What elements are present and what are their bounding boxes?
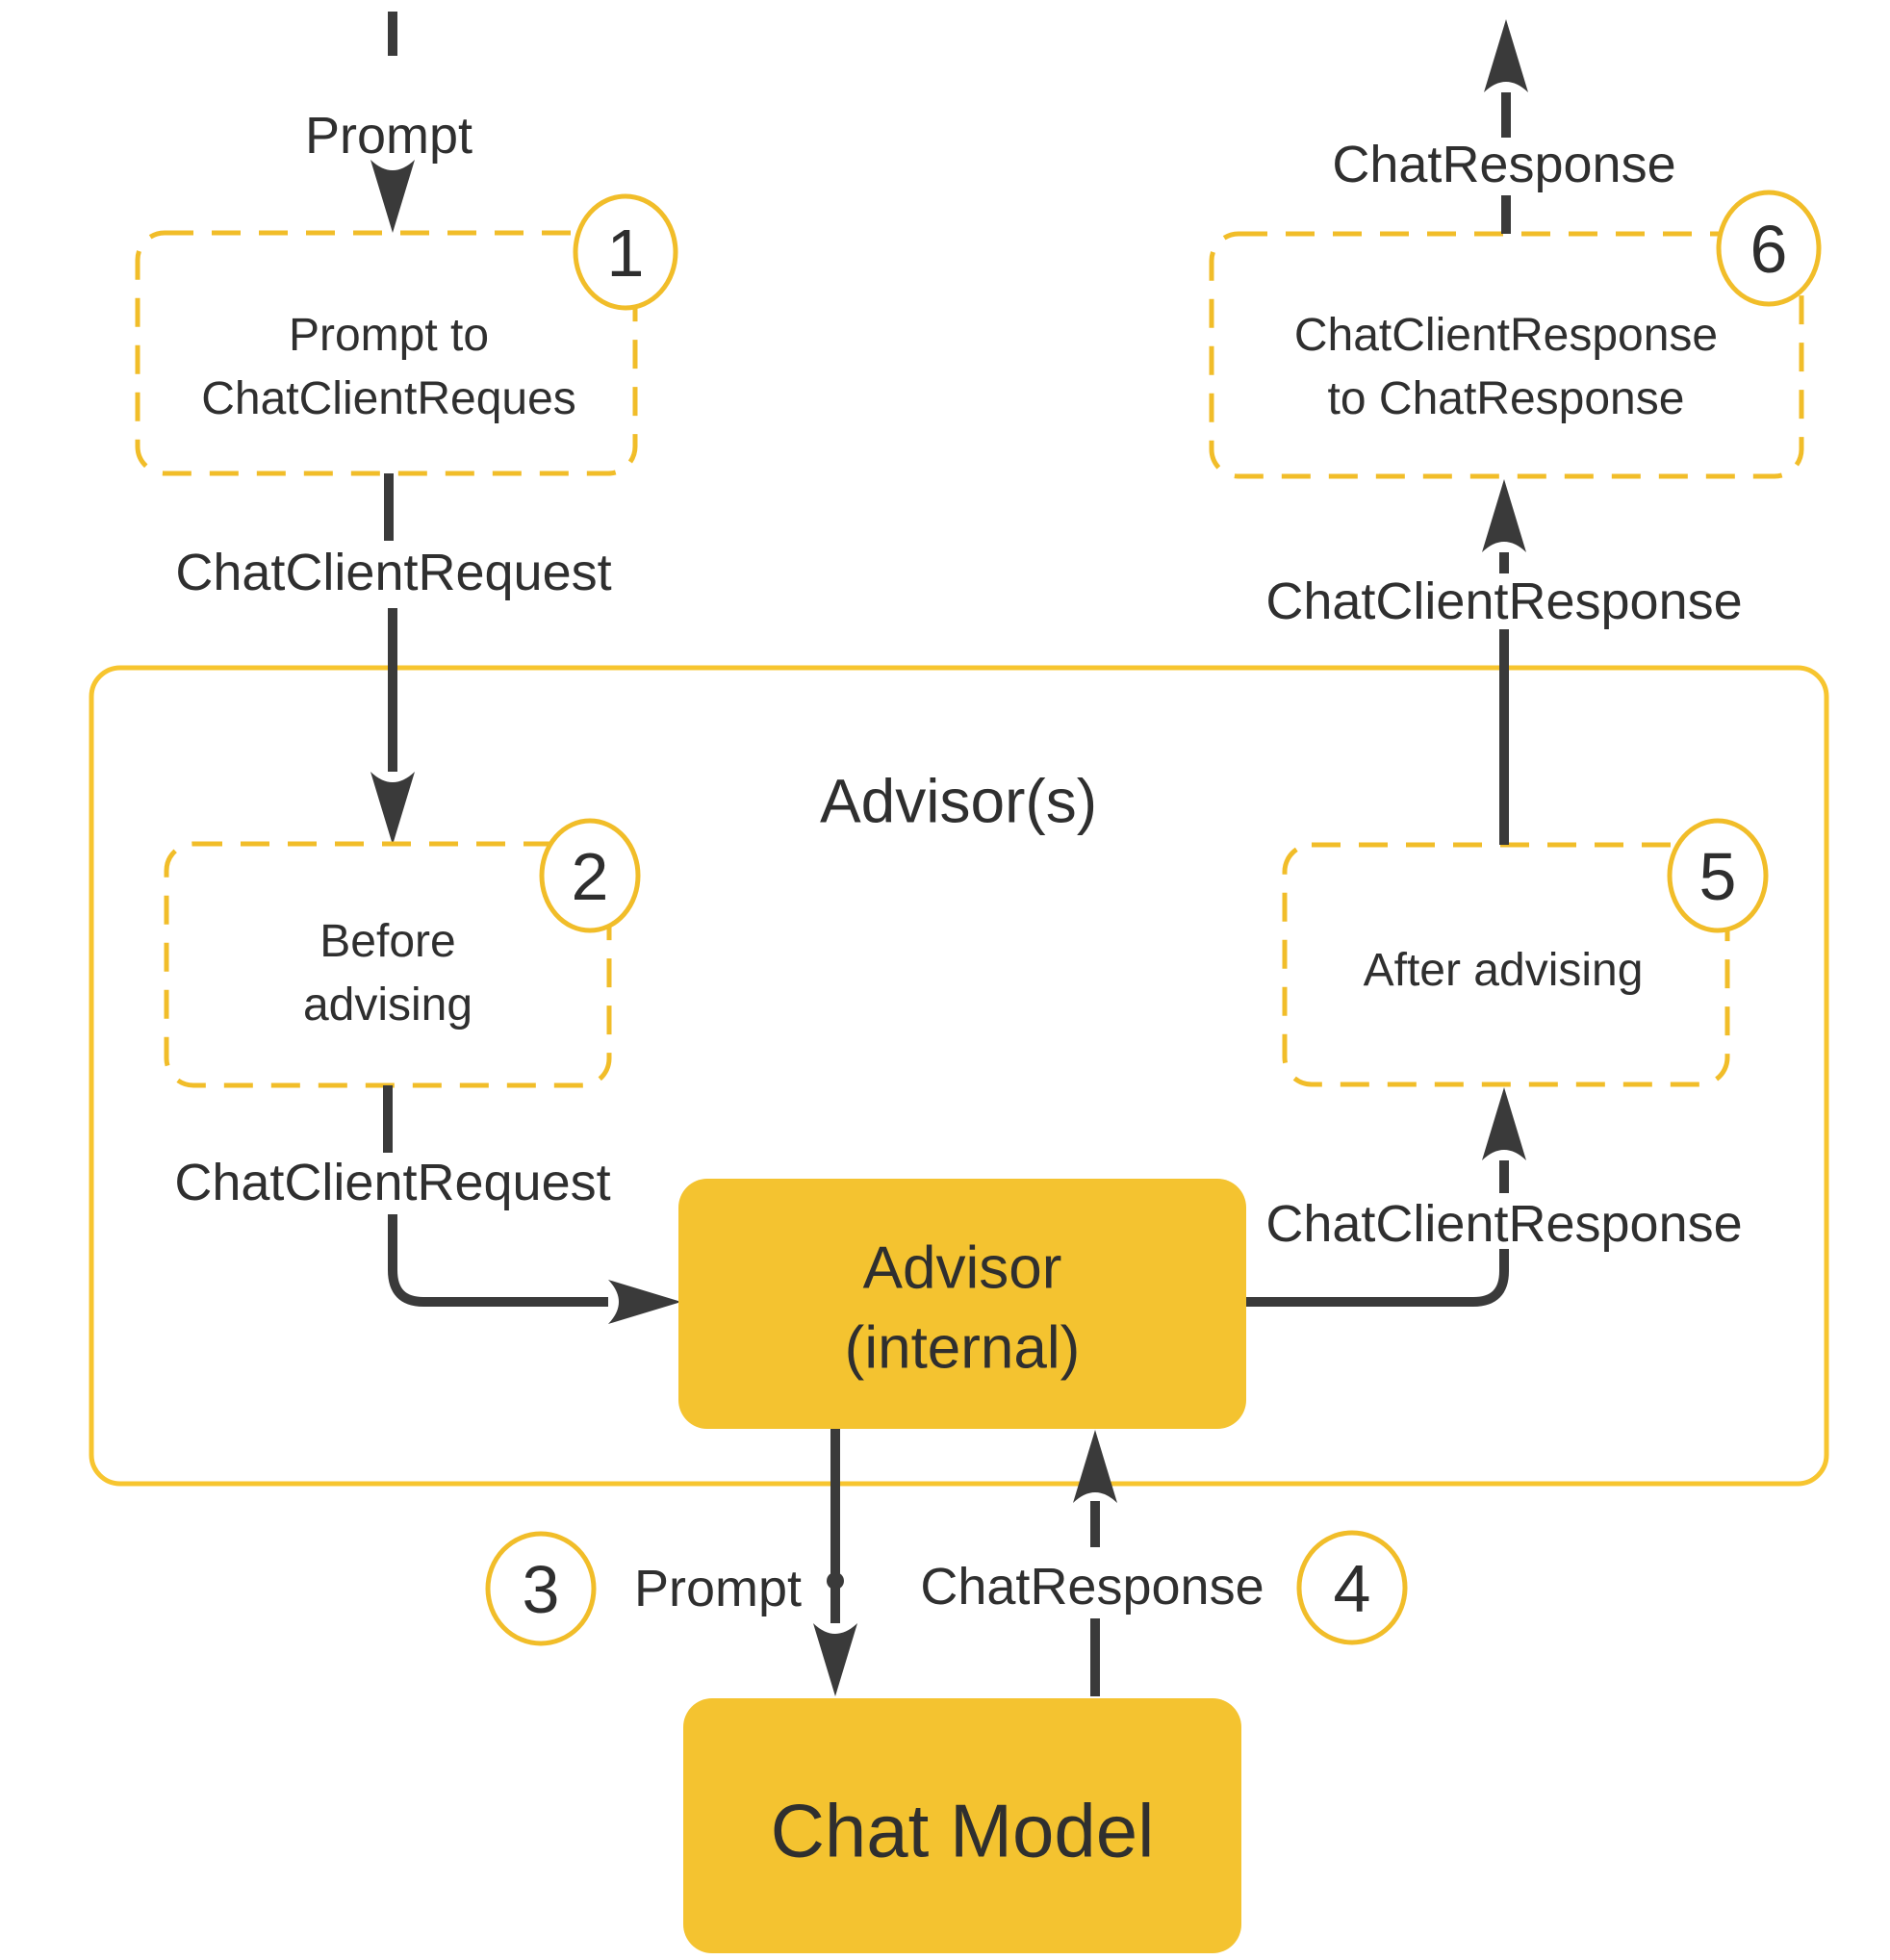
badge-3-number: 3 <box>523 1552 560 1627</box>
badge-circle-6 <box>1716 190 1822 307</box>
arrowhead-up-icon <box>1073 1430 1117 1503</box>
node-step6-chatclientresponse-to-chatresponse <box>1209 231 1804 479</box>
node-step2-label-line2: advising <box>303 980 472 1031</box>
node-advisor-internal <box>678 1179 1246 1429</box>
node-chat-model-label: Chat Model <box>771 1788 1155 1872</box>
edge-into-advisor-internal <box>388 1214 608 1307</box>
arrowhead-right-icon <box>608 1280 681 1324</box>
arrowhead-down-icon <box>370 772 415 845</box>
node-step5-label: After advising <box>1364 945 1644 996</box>
badge-circle-3 <box>485 1531 597 1646</box>
arrowhead-up-icon <box>1484 19 1528 92</box>
arrowhead-up-icon <box>1482 479 1526 552</box>
edge-label-chatclientrequest-outer: ChatClientRequest <box>175 544 611 601</box>
edge-prompt-waypoint-dot <box>827 1572 844 1590</box>
node-step6-label-line2: to ChatResponse <box>1328 373 1685 424</box>
edge-label-chatclientresponse-outer: ChatClientResponse <box>1265 573 1742 630</box>
node-advisor-internal-line1: Advisor <box>863 1235 1062 1302</box>
advisors-container-title: Advisor(s) <box>820 766 1097 835</box>
edge-label-prompt-to-model: Prompt <box>634 1560 802 1617</box>
badge-6-number: 6 <box>1750 212 1788 287</box>
badge-circle-4 <box>1296 1530 1408 1645</box>
badge-2-number: 2 <box>572 839 609 914</box>
badge-4-number: 4 <box>1334 1551 1371 1626</box>
badge-circle-2 <box>539 818 641 933</box>
edge-advisor-internal-out <box>1246 1249 1509 1307</box>
edge-label-prompt-in: Prompt <box>305 107 472 165</box>
badge-1-number: 1 <box>607 216 645 291</box>
node-chat-model <box>683 1698 1241 1953</box>
node-step1-label-line1: Prompt to <box>289 310 489 361</box>
node-step1-label-line2: ChatClientReques <box>201 373 576 424</box>
arrowhead-down-icon <box>370 160 415 233</box>
badge-circle-1 <box>573 193 678 311</box>
edge-label-chatclientrequest-inner: ChatClientRequest <box>174 1154 610 1211</box>
arrowhead-up-icon <box>1482 1087 1526 1160</box>
node-step2-label-line1: Before <box>319 916 455 967</box>
edge-label-chatresponse-from-model: ChatResponse <box>920 1558 1264 1616</box>
arrowhead-down-icon <box>813 1623 857 1696</box>
node-step6-label-line1: ChatClientResponse <box>1294 310 1718 361</box>
edge-label-chatclientresponse-inner: ChatClientResponse <box>1265 1195 1742 1253</box>
node-advisor-internal-line2: (internal) <box>845 1315 1081 1382</box>
badge-circle-5 <box>1667 818 1769 933</box>
advisors-container-box <box>89 665 1829 1487</box>
badge-5-number: 5 <box>1699 839 1737 914</box>
node-step1-prompt-to-chatclientrequest <box>135 230 638 476</box>
edge-label-chatresponse-out: ChatResponse <box>1332 136 1675 193</box>
